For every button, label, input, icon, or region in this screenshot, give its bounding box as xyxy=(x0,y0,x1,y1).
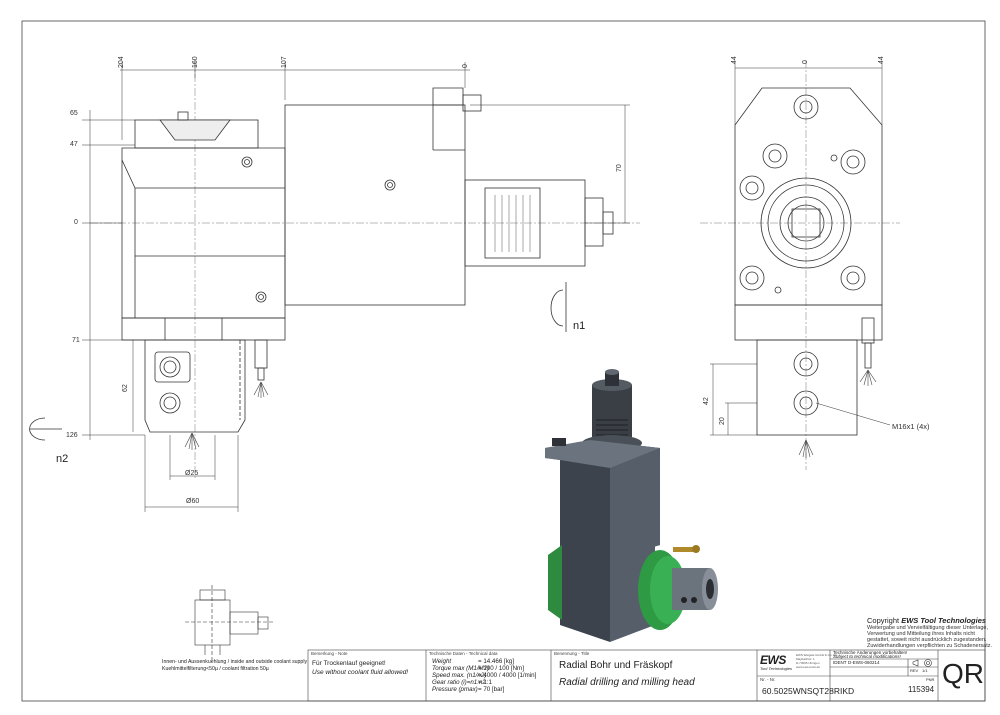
rev-label: REV xyxy=(910,668,919,673)
dim-65: 65 xyxy=(70,110,78,117)
tech-value-pressure: = 70 [bar] xyxy=(478,686,505,693)
ews-logo: EWS xyxy=(760,653,786,667)
dim-dia-25: Ø25 xyxy=(185,470,199,477)
tech-value-gear: = 1:1 xyxy=(478,679,492,686)
tech-value-weight: = 14.466 [kg] xyxy=(478,658,514,665)
ident-value: D-EWS-060214 xyxy=(848,660,880,665)
company-line-1: EWS Weigele GmbH & Co. KG xyxy=(796,653,838,657)
dim-126: 126 xyxy=(66,432,78,439)
tech-label-weight: Weight xyxy=(432,658,452,665)
company-line-2: Maybachstr. 1 xyxy=(796,657,815,661)
copyright-line-1: Weitergabe und Vervielfältigung dieser U… xyxy=(867,625,988,631)
dim-side-44-right: 44 xyxy=(878,56,885,64)
tech-value-speed: = 4000 / 4000 [1/min] xyxy=(478,672,537,679)
copyright-line-2: Verwertung und Mitteilung ihres Inhalts … xyxy=(867,631,975,637)
thread-label: M16x1 (4x) xyxy=(892,422,930,431)
tech-label-gear: Gear ratio (i)=n1:n2 xyxy=(432,679,486,686)
dim-left-0: 0 xyxy=(74,219,78,226)
dim-160: 160 xyxy=(192,56,199,68)
dim-204: 204 xyxy=(118,56,125,68)
tech-header: Technische Daten - Technical data xyxy=(429,651,498,656)
dim-47: 47 xyxy=(70,141,78,148)
copyright-line-4: Zuwiderhandlungen verpflichten zu Schade… xyxy=(867,643,993,649)
note-header: Bemerkung - Note xyxy=(311,651,348,656)
dim-62: 62 xyxy=(122,384,129,392)
front-dimensions xyxy=(82,62,630,512)
company-line-3: D-73095 Uhingen xyxy=(796,661,820,665)
dim-dia-60: Ø60 xyxy=(186,498,200,505)
projection-symbol-icon xyxy=(912,659,932,667)
side-dimensions xyxy=(710,62,891,436)
company-line-4: www.ews-tools.de xyxy=(796,665,821,669)
dim-top-0: 0 xyxy=(462,64,469,68)
pnr-label: PNR xyxy=(926,677,935,682)
note-de: Für Trockenlauf geeignet! xyxy=(312,660,386,667)
ident-label: IDENT xyxy=(833,660,847,665)
title-header: Benennung - Title xyxy=(554,651,590,656)
copyright-line-3: gestattet, soweit nicht ausdrücklich zug… xyxy=(867,637,987,643)
coolant-text-1: Innen- und Aussenkuehlung / inside and o… xyxy=(162,659,308,665)
dim-70: 70 xyxy=(616,164,623,172)
coolant-schematic xyxy=(185,585,275,660)
coolant-text-2: Kuehlmittelfilterung<50µ / coolant filtr… xyxy=(162,666,269,672)
dim-side-44-left: 44 xyxy=(731,56,738,64)
rotation-n1-label: n1 xyxy=(573,320,586,332)
copyright-prefix: Copyright xyxy=(867,616,900,625)
tech-label-pressure: Pressure (pmax) xyxy=(432,686,478,693)
change-note-en: Subject to technical modifications! xyxy=(833,654,901,659)
ews-logo-sub: Tool Technologies xyxy=(760,666,792,671)
change-note-de: Technische Änderungen vorbehalten! xyxy=(833,650,908,655)
title-block-grid xyxy=(307,649,986,702)
title-de: Radial Bohr und Fräskopf xyxy=(559,660,673,671)
tech-label-torque: Torque max (M1/M2) xyxy=(432,665,490,672)
dim-42: 42 xyxy=(703,397,710,405)
dim-107: 107 xyxy=(281,56,288,68)
dim-side-0: 0 xyxy=(802,60,809,64)
dim-20: 20 xyxy=(719,417,726,425)
part-number: 60.5025WNSQT28RIKD xyxy=(762,686,855,696)
title-en: Radial drilling and milling head xyxy=(559,677,695,688)
rev-value: 1/1 xyxy=(922,668,928,673)
copyright-brand: EWS Tool Technologies xyxy=(901,616,987,625)
tech-label-speed: Speed max. (n1/n2) xyxy=(432,672,487,679)
front-view xyxy=(90,60,640,480)
pnr-value: 115394 xyxy=(908,685,935,694)
side-view xyxy=(700,60,900,470)
rotation-indicators xyxy=(29,282,567,441)
tech-value-torque: = 100 / 100 [Nm] xyxy=(478,665,524,672)
qr-code-placeholder: QR xyxy=(942,658,984,689)
rotation-n2-label: n2 xyxy=(56,453,69,465)
note-en: Use without coolant fluid allowed! xyxy=(312,669,409,676)
copyright-line: Copyright EWS Tool Technologies xyxy=(867,617,986,625)
nr-header: Nr. - Nr. xyxy=(760,677,776,682)
dim-71: 71 xyxy=(72,337,80,344)
isometric-render xyxy=(545,369,718,642)
